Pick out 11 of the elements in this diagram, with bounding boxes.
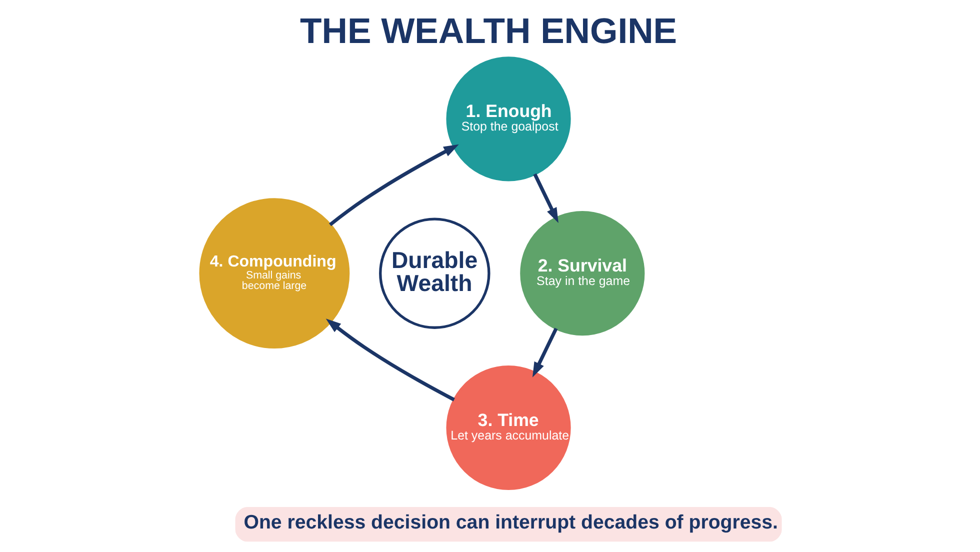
node-box: One reckless decision can interrupt decades of progress. [234,506,782,542]
node-circle: Durable Wealth [378,218,490,329]
node-circle: 1. Enough Stop the goalpost [446,56,570,182]
node-circle: 2. Survival Stay in the game [520,211,644,336]
arrow [532,328,558,378]
node-circle: 4. Compounding Small gains become large [198,198,350,349]
arrow [328,144,458,226]
arrow [325,318,454,402]
diagram-title: THE WEALTH ENGINE [300,10,677,51]
arrow [532,173,558,223]
node-circle: 3. Time Let years accumulate [446,365,570,490]
